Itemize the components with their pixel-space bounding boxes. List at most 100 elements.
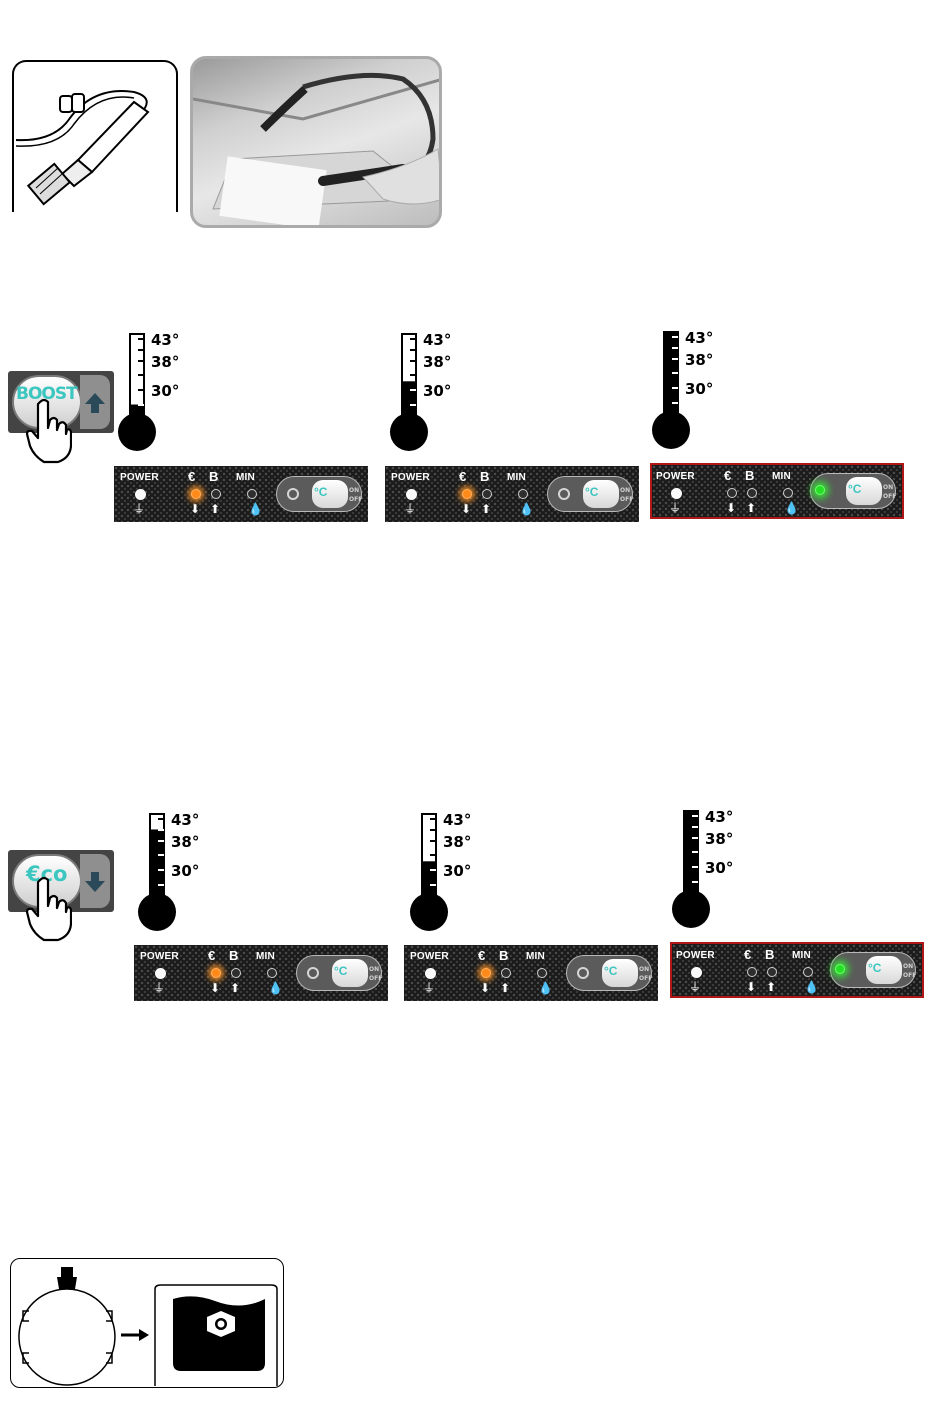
drop-icon: 💧 (268, 982, 283, 994)
thermometer-bulb (390, 413, 428, 451)
thermostat-led (815, 485, 825, 495)
thermometer-bulb (138, 893, 176, 931)
thermostat-switch: °C ON OFF (276, 476, 362, 512)
drain-filter-illustration (10, 1258, 284, 1388)
thermometer: 43°38°30° (410, 810, 520, 934)
on-label: ON (883, 484, 893, 491)
control-panel: POWER € B MIN ⏚ ⬇ ⬆ 💧 °C ON OFF (134, 945, 388, 1001)
min-led (803, 967, 813, 977)
thermometer-graphic: 43°38°30° (118, 330, 228, 454)
on-label: ON (369, 966, 379, 973)
plug-icon: ⏚ (153, 982, 165, 994)
off-label: OFF (349, 496, 362, 503)
celsius-label: °C (868, 961, 881, 975)
boost-label: B (499, 948, 509, 963)
min-label: MIN (792, 950, 811, 961)
control-panel: POWER € B MIN ⏚ ⬇ ⬆ 💧 °C ON OFF (650, 463, 904, 519)
thermometer-label-38: 38° (171, 833, 199, 851)
arrow-up-icon (84, 391, 106, 415)
off-label: OFF (369, 975, 382, 982)
power-led (135, 489, 146, 500)
arrow-down-icon (84, 870, 106, 894)
eco-label: € (188, 469, 195, 484)
min-label: MIN (526, 951, 545, 962)
boost-label: B (765, 947, 775, 962)
arrow-down-icon: ⬇ (190, 503, 200, 515)
eco-label: € (744, 947, 751, 962)
plug-icon: ⏚ (423, 982, 435, 994)
min-label: MIN (236, 472, 255, 483)
power-led (425, 968, 436, 979)
drop-icon: 💧 (538, 982, 553, 994)
min-led (247, 489, 257, 499)
eco-led (211, 968, 221, 978)
thermometer-label-30: 30° (705, 859, 733, 877)
boost-led (501, 968, 511, 978)
thermostat-switch: °C ON OFF (296, 955, 382, 991)
min-label: MIN (772, 471, 791, 482)
plug-icon: ⏚ (689, 981, 701, 993)
celsius-label: °C (314, 485, 327, 499)
off-label: OFF (639, 975, 652, 982)
thermometer-graphic: 43° 38° 30° (390, 330, 500, 454)
arrow-up-icon: ⬆ (766, 981, 776, 993)
pointing-hand-icon (26, 876, 72, 942)
thermometer-label-43: 43° (423, 331, 451, 349)
control-panel: POWER € B MIN ⏚ ⬇ ⬆ 💧 °C ON OFF (670, 942, 924, 998)
thermometer: 43° 38° 30° (390, 330, 500, 454)
thermometer-graphic: 43°38°30° (138, 810, 248, 934)
eco-led (191, 489, 201, 499)
celsius-label: °C (604, 964, 617, 978)
arrow-down-icon: ⬇ (480, 982, 490, 994)
power-label: POWER (656, 471, 695, 482)
thermostat-switch: °C ON OFF (830, 952, 916, 988)
boost-led (231, 968, 241, 978)
drop-icon: 💧 (784, 502, 799, 514)
shower-in-tray-photo (190, 56, 442, 228)
arrow-down-icon: ⬇ (726, 502, 736, 514)
control-panel: POWER € B MIN ⏚ ⬇ ⬆ 💧 °C ON OFF (385, 466, 639, 522)
thermometer-graphic: 43°38°30° (652, 328, 762, 452)
power-label: POWER (410, 951, 449, 962)
plug-icon: ⏚ (404, 503, 416, 515)
on-label: ON (639, 966, 649, 973)
thermostat-led (835, 964, 845, 974)
min-led (518, 489, 528, 499)
power-label: POWER (120, 472, 159, 483)
celsius-label: °C (848, 482, 861, 496)
drop-icon: 💧 (248, 503, 263, 515)
boost-led (747, 488, 757, 498)
thermometer-mercury (664, 332, 678, 418)
spray-nozzle-illustration (12, 60, 178, 212)
eco-led (462, 489, 472, 499)
thermometer-bulb (118, 413, 156, 451)
thermometer-label-30: 30° (423, 382, 451, 400)
arrow-down-icon: ⬇ (461, 503, 471, 515)
eco-label: € (459, 469, 466, 484)
eco-label: € (724, 468, 731, 483)
boost-led (482, 489, 492, 499)
eco-label: € (208, 948, 215, 963)
boost-led (211, 489, 221, 499)
drop-icon: 💧 (804, 981, 819, 993)
thermometer-label-30: 30° (685, 380, 713, 398)
thermometer-label-43: 43° (685, 329, 713, 347)
boost-led (767, 967, 777, 977)
arrow-down-icon: ⬇ (210, 982, 220, 994)
control-panel: POWER € B MIN ⏚ ⬇ ⬆ 💧 °C ON OFF (404, 945, 658, 1001)
thermometer-label-30: 30° (151, 382, 179, 400)
boost-label: B (229, 948, 239, 963)
on-label: ON (349, 487, 359, 494)
thermometer: 43°38°30° (138, 810, 248, 934)
power-led (671, 488, 682, 499)
pointing-hand-icon (26, 398, 72, 464)
thermometer-label-38: 38° (423, 353, 451, 371)
thermometer-label-43: 43° (151, 331, 179, 349)
eco-led (481, 968, 491, 978)
thermometer-label-30: 30° (171, 862, 199, 880)
eco-label: € (478, 948, 485, 963)
thermometer-label-38: 38° (443, 833, 471, 851)
control-panel: POWER € B MIN ⏚ ⬇ ⬆ 💧 °C ON OFF (114, 466, 368, 522)
thermometer: 43°38°30° (672, 807, 782, 931)
on-label: ON (903, 963, 913, 970)
